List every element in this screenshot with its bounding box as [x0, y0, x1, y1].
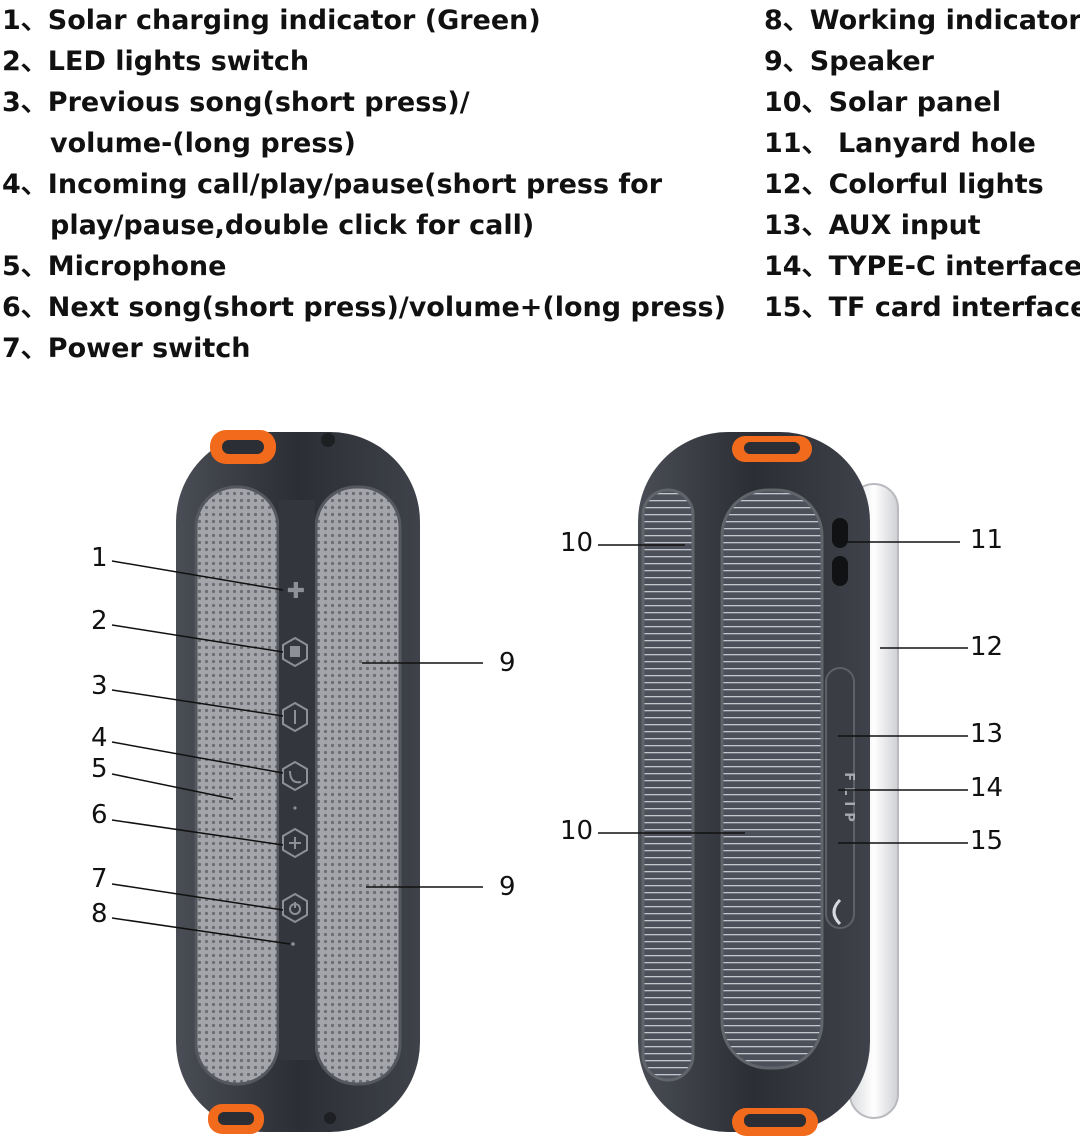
- side-solar-panel: [641, 488, 695, 1082]
- callout-9-upper: 9: [499, 648, 516, 678]
- legend-item-11: 11、 Lanyard hole: [764, 128, 1036, 159]
- callout-8: 8: [91, 899, 108, 929]
- legend-item-4-continued: play/pause,double click for call): [50, 210, 535, 241]
- callout-6: 6: [91, 800, 108, 830]
- front-top-screw-icon: [321, 433, 335, 447]
- legend-item-3-continued: volume-(long press): [50, 128, 356, 159]
- power-switch-button: [282, 892, 308, 924]
- callout-14: 14: [970, 773, 1004, 803]
- working-indicator-dot-icon: [291, 942, 295, 946]
- legend-item-10: 10、Solar panel: [764, 87, 1002, 118]
- legend-item-13: 13、AUX input: [764, 210, 981, 241]
- microphone-hole-icon: [293, 806, 297, 810]
- legend-item-8: 8、Working indicator: [764, 5, 1080, 36]
- callout-13: 13: [970, 719, 1004, 749]
- legend-item-1: 1、Solar charging indicator (Green): [2, 5, 541, 36]
- back-leader-lines: [598, 541, 968, 844]
- callout-4: 4: [91, 723, 108, 753]
- legend-item-3: 3、Previous song(short press)/: [2, 87, 470, 118]
- lanyard-hole-upper: [832, 518, 848, 548]
- solar-indicator-icon: ✚: [287, 579, 305, 604]
- callout-10-upper: 10: [560, 528, 594, 558]
- legend-item-12: 12、Colorful lights: [764, 169, 1044, 200]
- legend-item-14: 14、TYPE-C interface: [764, 251, 1080, 282]
- legend-item-4: 4、Incoming call/play/pause(short press f…: [2, 169, 663, 200]
- front-right-grille: [314, 485, 402, 1086]
- leader-line-3: [111, 689, 284, 717]
- callout-1: 1: [91, 543, 108, 573]
- back-bottom-tab-inner: [744, 1114, 806, 1127]
- front-top-lanyard-tab-hole: [222, 440, 264, 454]
- legend-item-5: 5、Microphone: [2, 251, 227, 282]
- port-cover-notch-icon: [832, 898, 842, 926]
- leader-line-5: [111, 773, 234, 800]
- front-leader-lines: [111, 560, 483, 945]
- callout-5: 5: [91, 754, 108, 784]
- leader-line-6: [111, 819, 284, 846]
- callout-12: 12: [970, 632, 1004, 662]
- legend-left-column: 1、Solar charging indicator (Green) 2、LED…: [2, 0, 742, 369]
- legend-item-6: 6、Next song(short press)/volume+(long pr…: [2, 292, 726, 323]
- legend-right-column: 8、Working indicator 9、Speaker 10、Solar p…: [764, 0, 1080, 328]
- callout-11: 11: [970, 525, 1004, 555]
- port-cover: [825, 667, 855, 929]
- leader-line-4: [111, 741, 284, 774]
- previous-song-button: [282, 701, 308, 733]
- back-speaker: FLIP: [638, 432, 899, 1136]
- led-switch-button: [282, 636, 308, 668]
- back-top-tab-inner: [744, 442, 800, 454]
- legend-item-7: 7、Power switch: [2, 333, 251, 364]
- lanyard-hole-lower: [832, 556, 848, 586]
- leader-line-8: [111, 917, 291, 945]
- callout-9-lower: 9: [499, 872, 516, 902]
- callout-10-lower: 10: [560, 816, 594, 846]
- leader-line-2: [111, 624, 284, 653]
- callout-15: 15: [970, 826, 1004, 856]
- play-pause-call-button: [282, 760, 308, 792]
- callout-2: 2: [91, 606, 108, 636]
- callout-7: 7: [91, 864, 108, 894]
- main-solar-panel: [720, 488, 824, 1070]
- legend-item-2: 2、LED lights switch: [2, 46, 310, 77]
- front-left-grille: [194, 485, 280, 1086]
- front-speaker: ✚: [176, 430, 420, 1134]
- legend-item-9: 9、Speaker: [764, 46, 934, 77]
- next-song-button: [282, 827, 308, 859]
- front-control-strip: [279, 500, 315, 1060]
- leader-line-7: [111, 883, 284, 911]
- leader-line-1: [111, 560, 284, 591]
- callout-3: 3: [91, 671, 108, 701]
- front-bottom-screw-icon: [324, 1112, 336, 1124]
- front-bottom-tab-inner: [218, 1112, 254, 1125]
- legend-item-15: 15、TF card interface: [764, 292, 1080, 323]
- port-cover-flip-label: FLIP: [841, 772, 856, 828]
